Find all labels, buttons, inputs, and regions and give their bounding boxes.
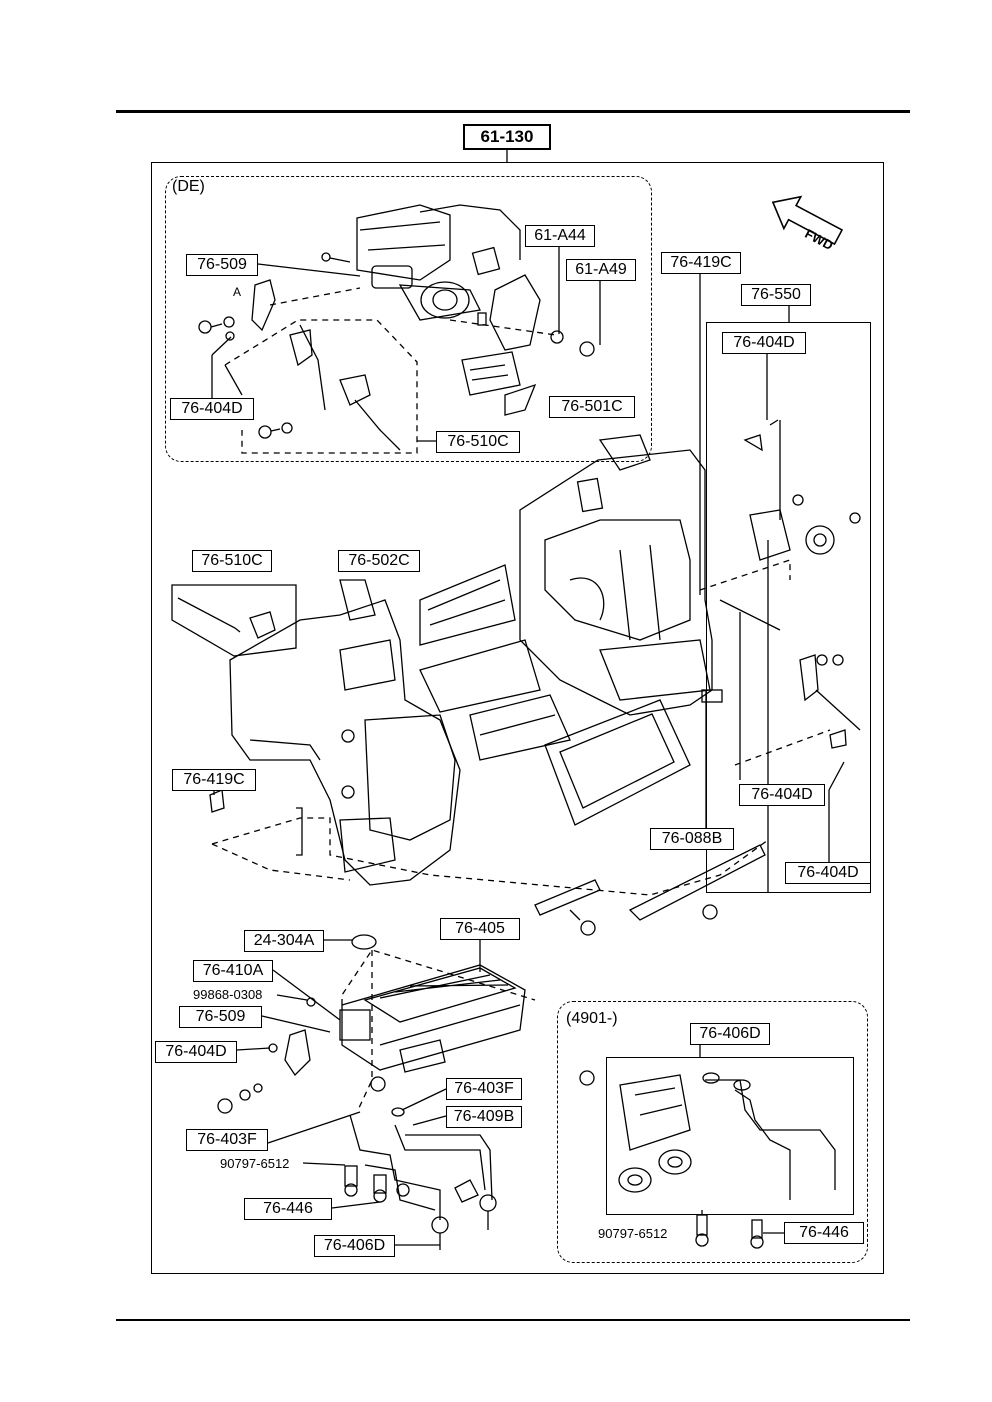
blower-motor-sketch: A — [198, 204, 595, 451]
fwd-text: FWD — [802, 226, 835, 253]
part-number-90797-6512-left: 90797-6512 — [220, 1156, 290, 1171]
callout-76-509-bot[interactable]: 76-509 — [179, 1006, 262, 1028]
callout-76-088b[interactable]: 76-088B — [650, 828, 734, 850]
group-4901-label: (4901-) — [566, 1010, 618, 1027]
top-rule — [116, 110, 910, 113]
callout-76-446-right[interactable]: 76-446 — [784, 1222, 864, 1244]
callout-76-404d-right-mid[interactable]: 76-404D — [739, 784, 825, 806]
diagram-frame — [151, 162, 884, 1274]
group-de-label: (DE) — [172, 178, 205, 195]
group-4901-outline — [557, 1001, 868, 1263]
callout-76-410a[interactable]: 76-410A — [193, 960, 273, 982]
callout-61-a49[interactable]: 61-A49 — [566, 259, 636, 281]
callout-76-406d-bot[interactable]: 76-406D — [314, 1235, 395, 1257]
callout-61-a44[interactable]: 61-A44 — [525, 225, 595, 247]
callout-76-510c-de[interactable]: 76-510C — [436, 431, 520, 453]
callout-76-502c[interactable]: 76-502C — [338, 550, 420, 572]
callout-76-403f-right[interactable]: 76-403F — [446, 1078, 522, 1100]
callout-76-406d-box[interactable]: 76-406D — [690, 1023, 770, 1045]
callout-76-404d-bot[interactable]: 76-404D — [155, 1041, 237, 1063]
bottom-rule — [116, 1319, 910, 1321]
callout-76-446-left[interactable]: 76-446 — [244, 1198, 332, 1220]
heater-case-sketch — [519, 434, 713, 716]
callout-76-403f-left[interactable]: 76-403F — [186, 1129, 268, 1151]
callout-76-409b[interactable]: 76-409B — [446, 1106, 522, 1128]
callout-76-405[interactable]: 76-405 — [440, 918, 520, 940]
callout-76-404d-right-top[interactable]: 76-404D — [722, 332, 806, 354]
blend-case-sketch — [229, 564, 571, 886]
subframe-76-406d — [606, 1057, 854, 1215]
fwd-arrow-shape — [771, 195, 844, 246]
main-part-ref[interactable]: 61-130 — [463, 124, 551, 150]
callout-76-550[interactable]: 76-550 — [741, 284, 811, 306]
callout-24-304a[interactable]: 24-304A — [244, 930, 324, 952]
callout-76-404d-right-bot[interactable]: 76-404D — [785, 862, 871, 884]
callout-76-510c-left[interactable]: 76-510C — [192, 550, 272, 572]
rod-510c-sketch — [171, 584, 297, 657]
part-number-99868-0308: 99868-0308 — [193, 987, 263, 1002]
callout-76-509-top[interactable]: 76-509 — [186, 254, 258, 276]
callout-76-419c-top[interactable]: 76-419C — [661, 252, 741, 274]
part-number-90797-6512-right: 90797-6512 — [598, 1226, 668, 1241]
svg-text:A: A — [233, 285, 241, 299]
heater-core-sketch — [339, 964, 526, 1073]
callout-76-501c[interactable]: 76-501C — [549, 396, 635, 418]
callout-76-419c-left[interactable]: 76-419C — [172, 769, 256, 791]
group-de-outline — [165, 176, 652, 462]
callout-76-404d-de[interactable]: 76-404D — [170, 398, 254, 420]
